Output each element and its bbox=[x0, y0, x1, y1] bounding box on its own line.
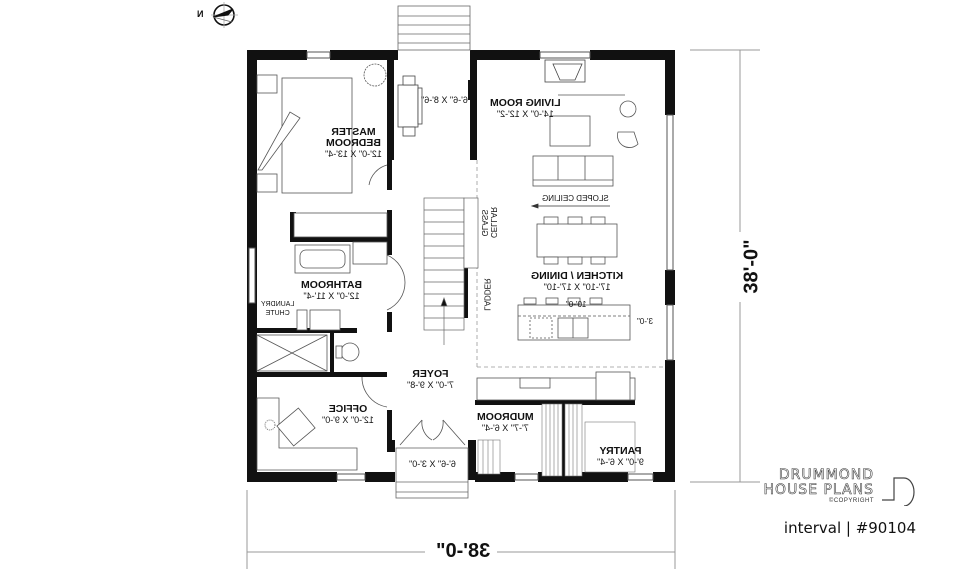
doors bbox=[361, 164, 466, 446]
kitchen-boundary bbox=[476, 160, 665, 368]
foyer-label: FOYER 7'-0" X 9'-8" bbox=[406, 368, 454, 390]
dining-table bbox=[536, 216, 618, 265]
depth-dimension: 38'-0" bbox=[740, 239, 763, 294]
living-room-furniture bbox=[532, 94, 639, 187]
sloped-ceiling-label: SLOPED CEILING bbox=[541, 194, 609, 203]
fireplace bbox=[544, 59, 586, 83]
island-width-label: 3'-0" bbox=[637, 317, 653, 326]
bathroom-label: BATHROOM 12'-0" X 11'-4" bbox=[301, 279, 363, 301]
drummond-logo-mark-icon bbox=[882, 477, 915, 506]
mudroom-label: MUDROOM 7'-7" X 6'-4" bbox=[476, 411, 534, 433]
drummond-logo: DRUMMOND HOUSE PLANS ©COPYRIGHT bbox=[763, 467, 874, 504]
cellar-label: CELLAR GLASS bbox=[480, 206, 498, 238]
porch-dim-label: 6'-6" X 3'-0" bbox=[408, 459, 456, 469]
staircase bbox=[423, 197, 479, 345]
living-room-label: LIVING ROOM 14'-0" X 12'-2" bbox=[489, 97, 561, 119]
sloped-ceiling-arrow bbox=[530, 203, 610, 209]
master-bedroom-label: MASTER BEDROOM 12'-0" X 13'-4" bbox=[324, 126, 382, 159]
balcony-dim-label: 6'-6" X 8'-6" bbox=[420, 95, 468, 105]
north-label: N bbox=[196, 9, 204, 19]
patio-table bbox=[397, 75, 423, 137]
office-label: OFFICE 12'-0" X 9'-0" bbox=[322, 403, 374, 425]
ladder-label: LADDER bbox=[482, 278, 492, 311]
laundry-chute-label: LAUNDRY CHUTE bbox=[261, 301, 295, 317]
windows bbox=[248, 51, 674, 481]
mudroom-benches bbox=[477, 403, 636, 477]
kitchen-island bbox=[517, 297, 631, 341]
exterior-steps bbox=[395, 5, 471, 499]
island-length-label: 10'-0" bbox=[565, 300, 587, 309]
width-dimension: 38'-0" bbox=[435, 540, 491, 562]
bedroom-furniture bbox=[256, 63, 387, 194]
dimension-lines bbox=[246, 49, 760, 569]
north-arrow-icon bbox=[211, 2, 238, 28]
interior-walls bbox=[257, 50, 635, 480]
bathroom-fixtures bbox=[256, 212, 388, 372]
kitchen-counters bbox=[476, 371, 636, 401]
kitchen-dining-label: KITCHEN / DINING 17'-10" X 17'-10" bbox=[530, 270, 624, 292]
pantry-label: PANTRY 9'-0" X 6'-4" bbox=[596, 445, 644, 467]
plan-id: interval | #90104 bbox=[783, 519, 916, 537]
office-furniture bbox=[256, 397, 358, 471]
